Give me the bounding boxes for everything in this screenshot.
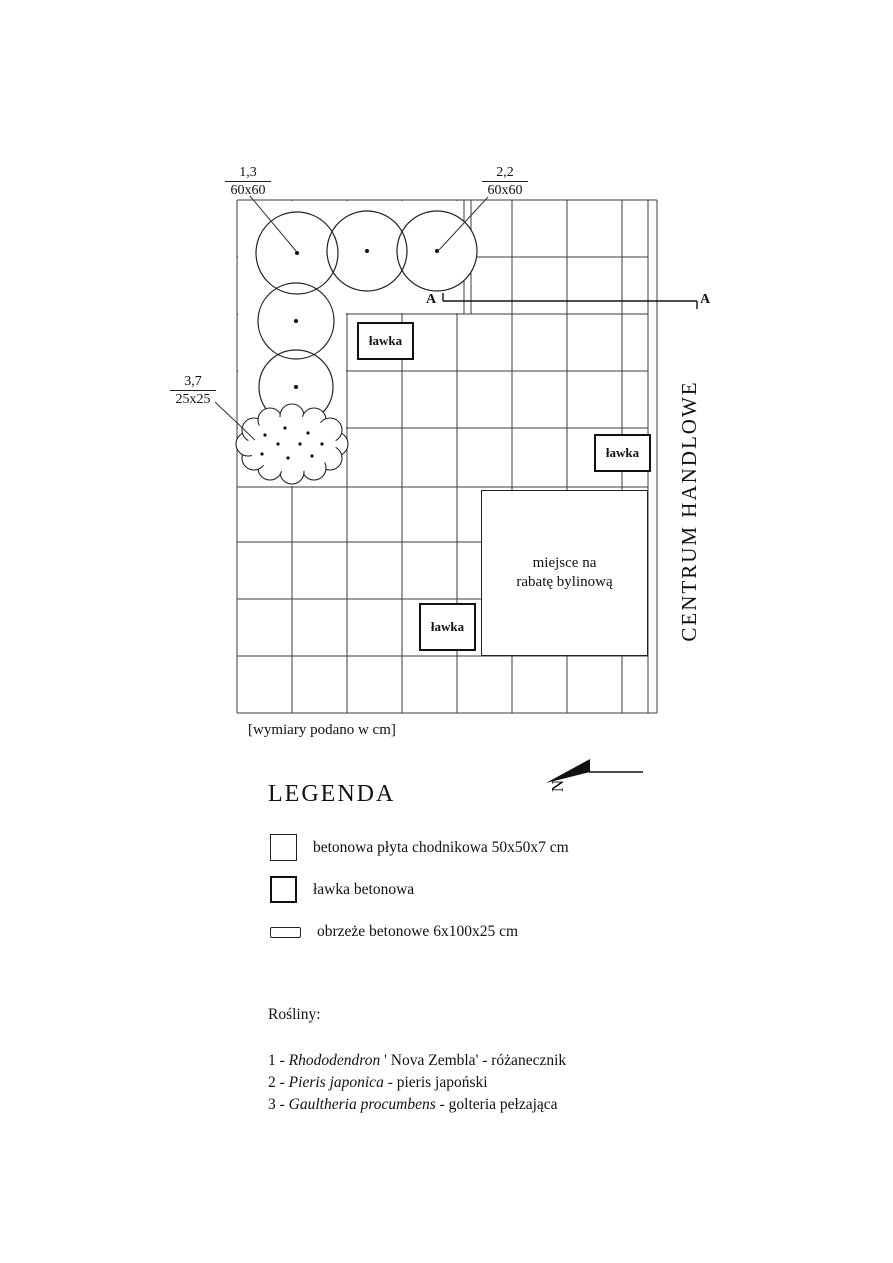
plant-item-2: 2 - Pieris japonica - pieris japoński	[268, 1074, 488, 1092]
leader-lines	[214, 195, 489, 441]
edge-swatch-icon	[270, 926, 301, 938]
legend-item-label: betonowa płyta chodnikowa 50x50x7 cm	[313, 838, 569, 856]
perennial-bed-line1: miejsce na	[532, 555, 597, 571]
plants-title: Rośliny:	[268, 1006, 321, 1023]
north-label: N	[548, 779, 567, 793]
legend-item-slab: betonowa płyta chodnikowa 50x50x7 cm	[270, 834, 569, 861]
perennial-bed-area: miejsce na rabatę bylinową	[481, 490, 648, 656]
section-line	[442, 293, 698, 309]
perennial-bed-line2: rabatę bylinową	[516, 574, 613, 590]
plant-item-1: 1 - Rhododendron ' Nova Zembla' - różane…	[268, 1052, 566, 1070]
bench-swatch-icon	[270, 876, 297, 903]
north-arrow-icon	[546, 759, 643, 783]
plant-item-3: 3 - Gaultheria procumbens - golteria peł…	[268, 1096, 558, 1114]
dim-label-plant-2-2: 2,2 60x60	[482, 165, 528, 198]
legend-item-label: obrzeże betonowe 6x100x25 cm	[317, 923, 519, 940]
slab-swatch-icon	[270, 834, 297, 861]
plant-prefix: 3 -	[268, 1096, 289, 1113]
plant-common-name: - pieris japoński	[383, 1074, 488, 1091]
dim-label-size: 25x25	[175, 392, 211, 407]
dim-label-value: 3,7	[170, 374, 216, 391]
plant-prefix: 1 -	[268, 1052, 289, 1069]
section-marker-a-right: A	[700, 292, 711, 307]
dim-label-size: 60x60	[487, 183, 523, 198]
plant-common-name: ' Nova Zembla' - różanecznik	[380, 1052, 567, 1069]
plant-prefix: 2 -	[268, 1074, 289, 1091]
legend-item-bench: ławka betonowa	[270, 876, 414, 903]
plant-latin-name: Gaultheria procumbens	[288, 1096, 436, 1113]
plant-common-name: - golteria pełzająca	[435, 1096, 558, 1113]
plant-latin-name: Pieris japonica	[288, 1074, 384, 1091]
dim-label-plant-3-7: 3,7 25x25	[170, 374, 216, 407]
building-label: CENTRUM HANDLOWE	[677, 380, 701, 642]
legend-title: LEGENDA	[268, 781, 396, 807]
dim-label-value: 2,2	[482, 165, 528, 182]
bench-bottom: ławka	[419, 603, 476, 651]
legend-item-label: ławka betonowa	[313, 880, 415, 898]
plant-latin-name: Rhododendron	[288, 1052, 381, 1069]
legend-item-edge: obrzeże betonowe 6x100x25 cm	[270, 923, 518, 941]
shrub-circles	[255, 210, 478, 425]
dim-label-plant-1-3: 1,3 60x60	[225, 165, 271, 198]
dimension-note: [wymiary podano w cm]	[248, 722, 396, 738]
bench-top: ławka	[357, 322, 414, 360]
groundcover-cloud	[235, 403, 349, 485]
section-marker-a-left: A	[426, 292, 437, 307]
dim-label-size: 60x60	[230, 183, 266, 198]
dim-label-value: 1,3	[225, 165, 271, 182]
bench-right: ławka	[594, 434, 651, 472]
